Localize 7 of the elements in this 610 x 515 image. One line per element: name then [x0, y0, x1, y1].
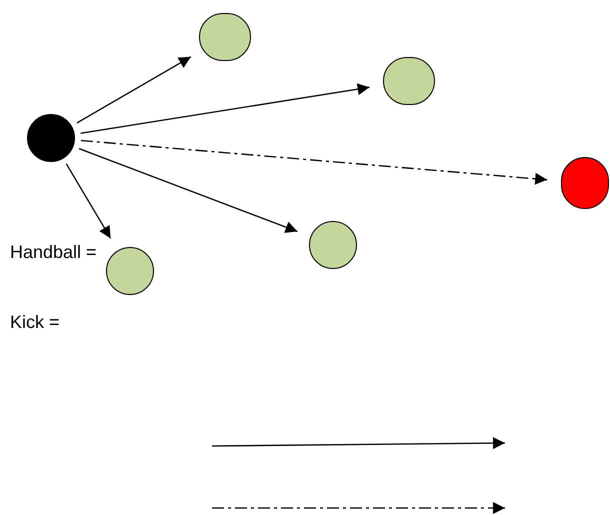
legend-label: Kick = [10, 311, 60, 334]
arrow [66, 163, 112, 239]
arrow [80, 83, 370, 134]
legend-label: Handball = [10, 241, 97, 264]
arrow [78, 148, 298, 233]
arrow [76, 56, 192, 124]
arrow [80, 140, 548, 185]
